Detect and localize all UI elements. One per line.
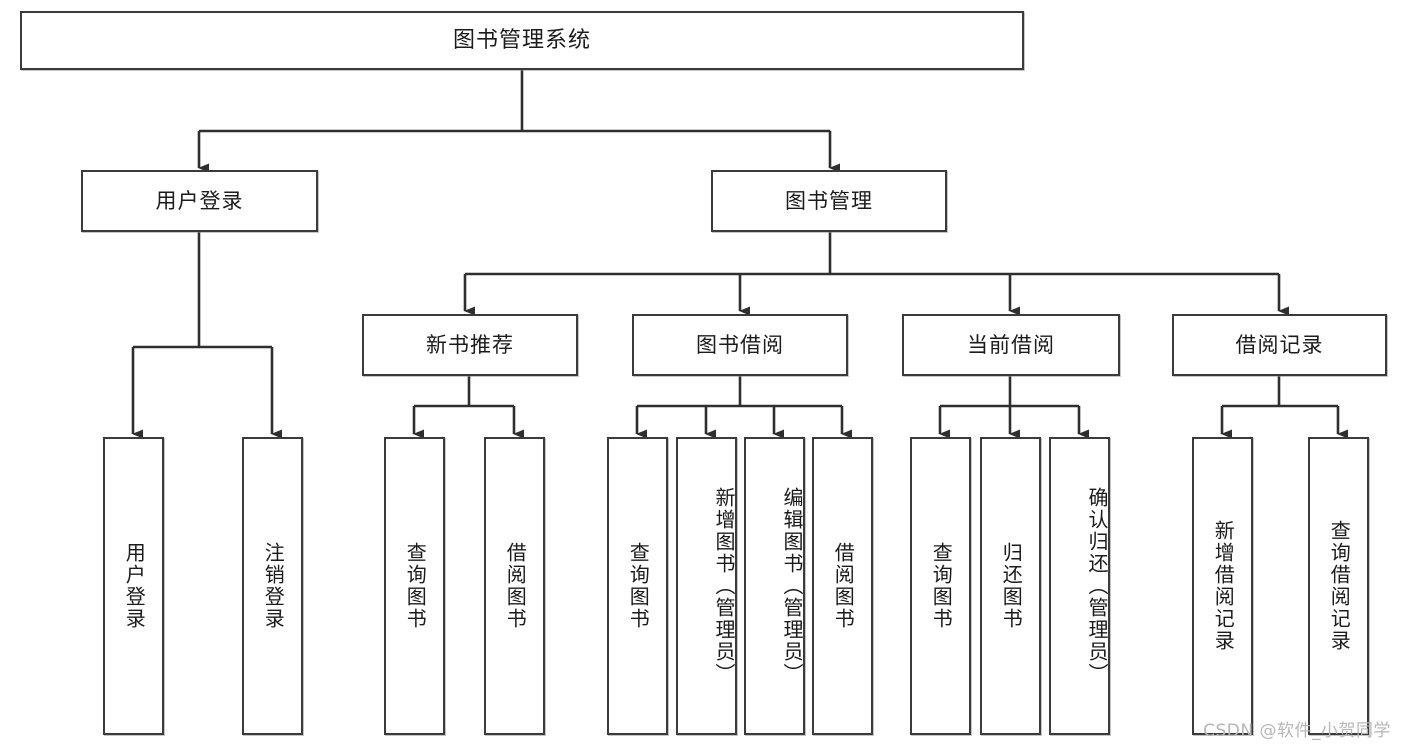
node-leaf-query-book-1[interactable]: 查询图书: [384, 437, 445, 735]
node-leaf-add-borrow-record[interactable]: 新增借阅记录: [1192, 437, 1253, 735]
node-user-login-label: 用户登录: [155, 188, 244, 213]
node-new-book-recommend[interactable]: 新书推荐: [362, 314, 578, 376]
node-leaf-confirm-return-admin[interactable]: 确认归还（管理员）: [1049, 437, 1110, 735]
node-leaf-query-borrow-record[interactable]: 查询借阅记录: [1308, 437, 1369, 735]
node-leaf-borrow-book-1-label: 借阅图书: [503, 542, 528, 630]
node-leaf-edit-book-admin-label: 编辑图书（管理员）: [780, 487, 804, 685]
node-leaf-query-borrow-record-label: 查询借阅记录: [1327, 520, 1352, 652]
node-borrow-record[interactable]: 借阅记录: [1172, 314, 1387, 376]
node-leaf-borrow-book-2-label: 借阅图书: [831, 542, 856, 630]
node-leaf-borrow-book-2[interactable]: 借阅图书: [812, 437, 873, 735]
node-leaf-query-book-3-label: 查询图书: [929, 542, 954, 630]
node-new-book-recommend-label: 新书推荐: [426, 332, 514, 357]
node-borrow-record-label: 借阅记录: [1235, 332, 1324, 357]
node-root-label: 图书管理系统: [452, 27, 591, 53]
node-root[interactable]: 图书管理系统: [20, 11, 1024, 70]
node-leaf-add-book-admin-label: 新增图书（管理员）: [712, 487, 736, 685]
node-leaf-confirm-return-admin-label: 确认归还（管理员）: [1085, 487, 1109, 685]
node-leaf-user-login-label: 用户登录: [122, 542, 147, 630]
node-leaf-add-book-admin[interactable]: 新增图书（管理员）: [676, 437, 737, 735]
node-leaf-add-borrow-record-label: 新增借阅记录: [1211, 520, 1236, 652]
node-leaf-user-logout-label: 注销登录: [261, 542, 286, 630]
node-leaf-query-book-2-label: 查询图书: [626, 542, 651, 630]
node-book-manage-label: 图书管理: [785, 188, 873, 213]
node-book-manage[interactable]: 图书管理: [711, 170, 947, 232]
node-leaf-edit-book-admin[interactable]: 编辑图书（管理员）: [744, 437, 805, 735]
node-leaf-query-book-1-label: 查询图书: [403, 542, 428, 630]
node-user-login[interactable]: 用户登录: [81, 170, 318, 232]
node-leaf-query-book-3[interactable]: 查询图书: [910, 437, 971, 735]
node-book-borrow[interactable]: 图书借阅: [632, 314, 848, 376]
node-leaf-user-login[interactable]: 用户登录: [103, 437, 164, 735]
node-leaf-user-logout[interactable]: 注销登录: [242, 437, 303, 735]
node-leaf-borrow-book-1[interactable]: 借阅图书: [484, 437, 545, 735]
node-leaf-query-book-2[interactable]: 查询图书: [607, 437, 668, 735]
node-leaf-return-book[interactable]: 归还图书: [980, 437, 1041, 735]
node-current-borrow-label: 当前借阅: [967, 332, 1055, 357]
node-book-borrow-label: 图书借阅: [696, 332, 784, 357]
node-current-borrow[interactable]: 当前借阅: [902, 314, 1120, 376]
node-leaf-return-book-label: 归还图书: [999, 542, 1024, 630]
